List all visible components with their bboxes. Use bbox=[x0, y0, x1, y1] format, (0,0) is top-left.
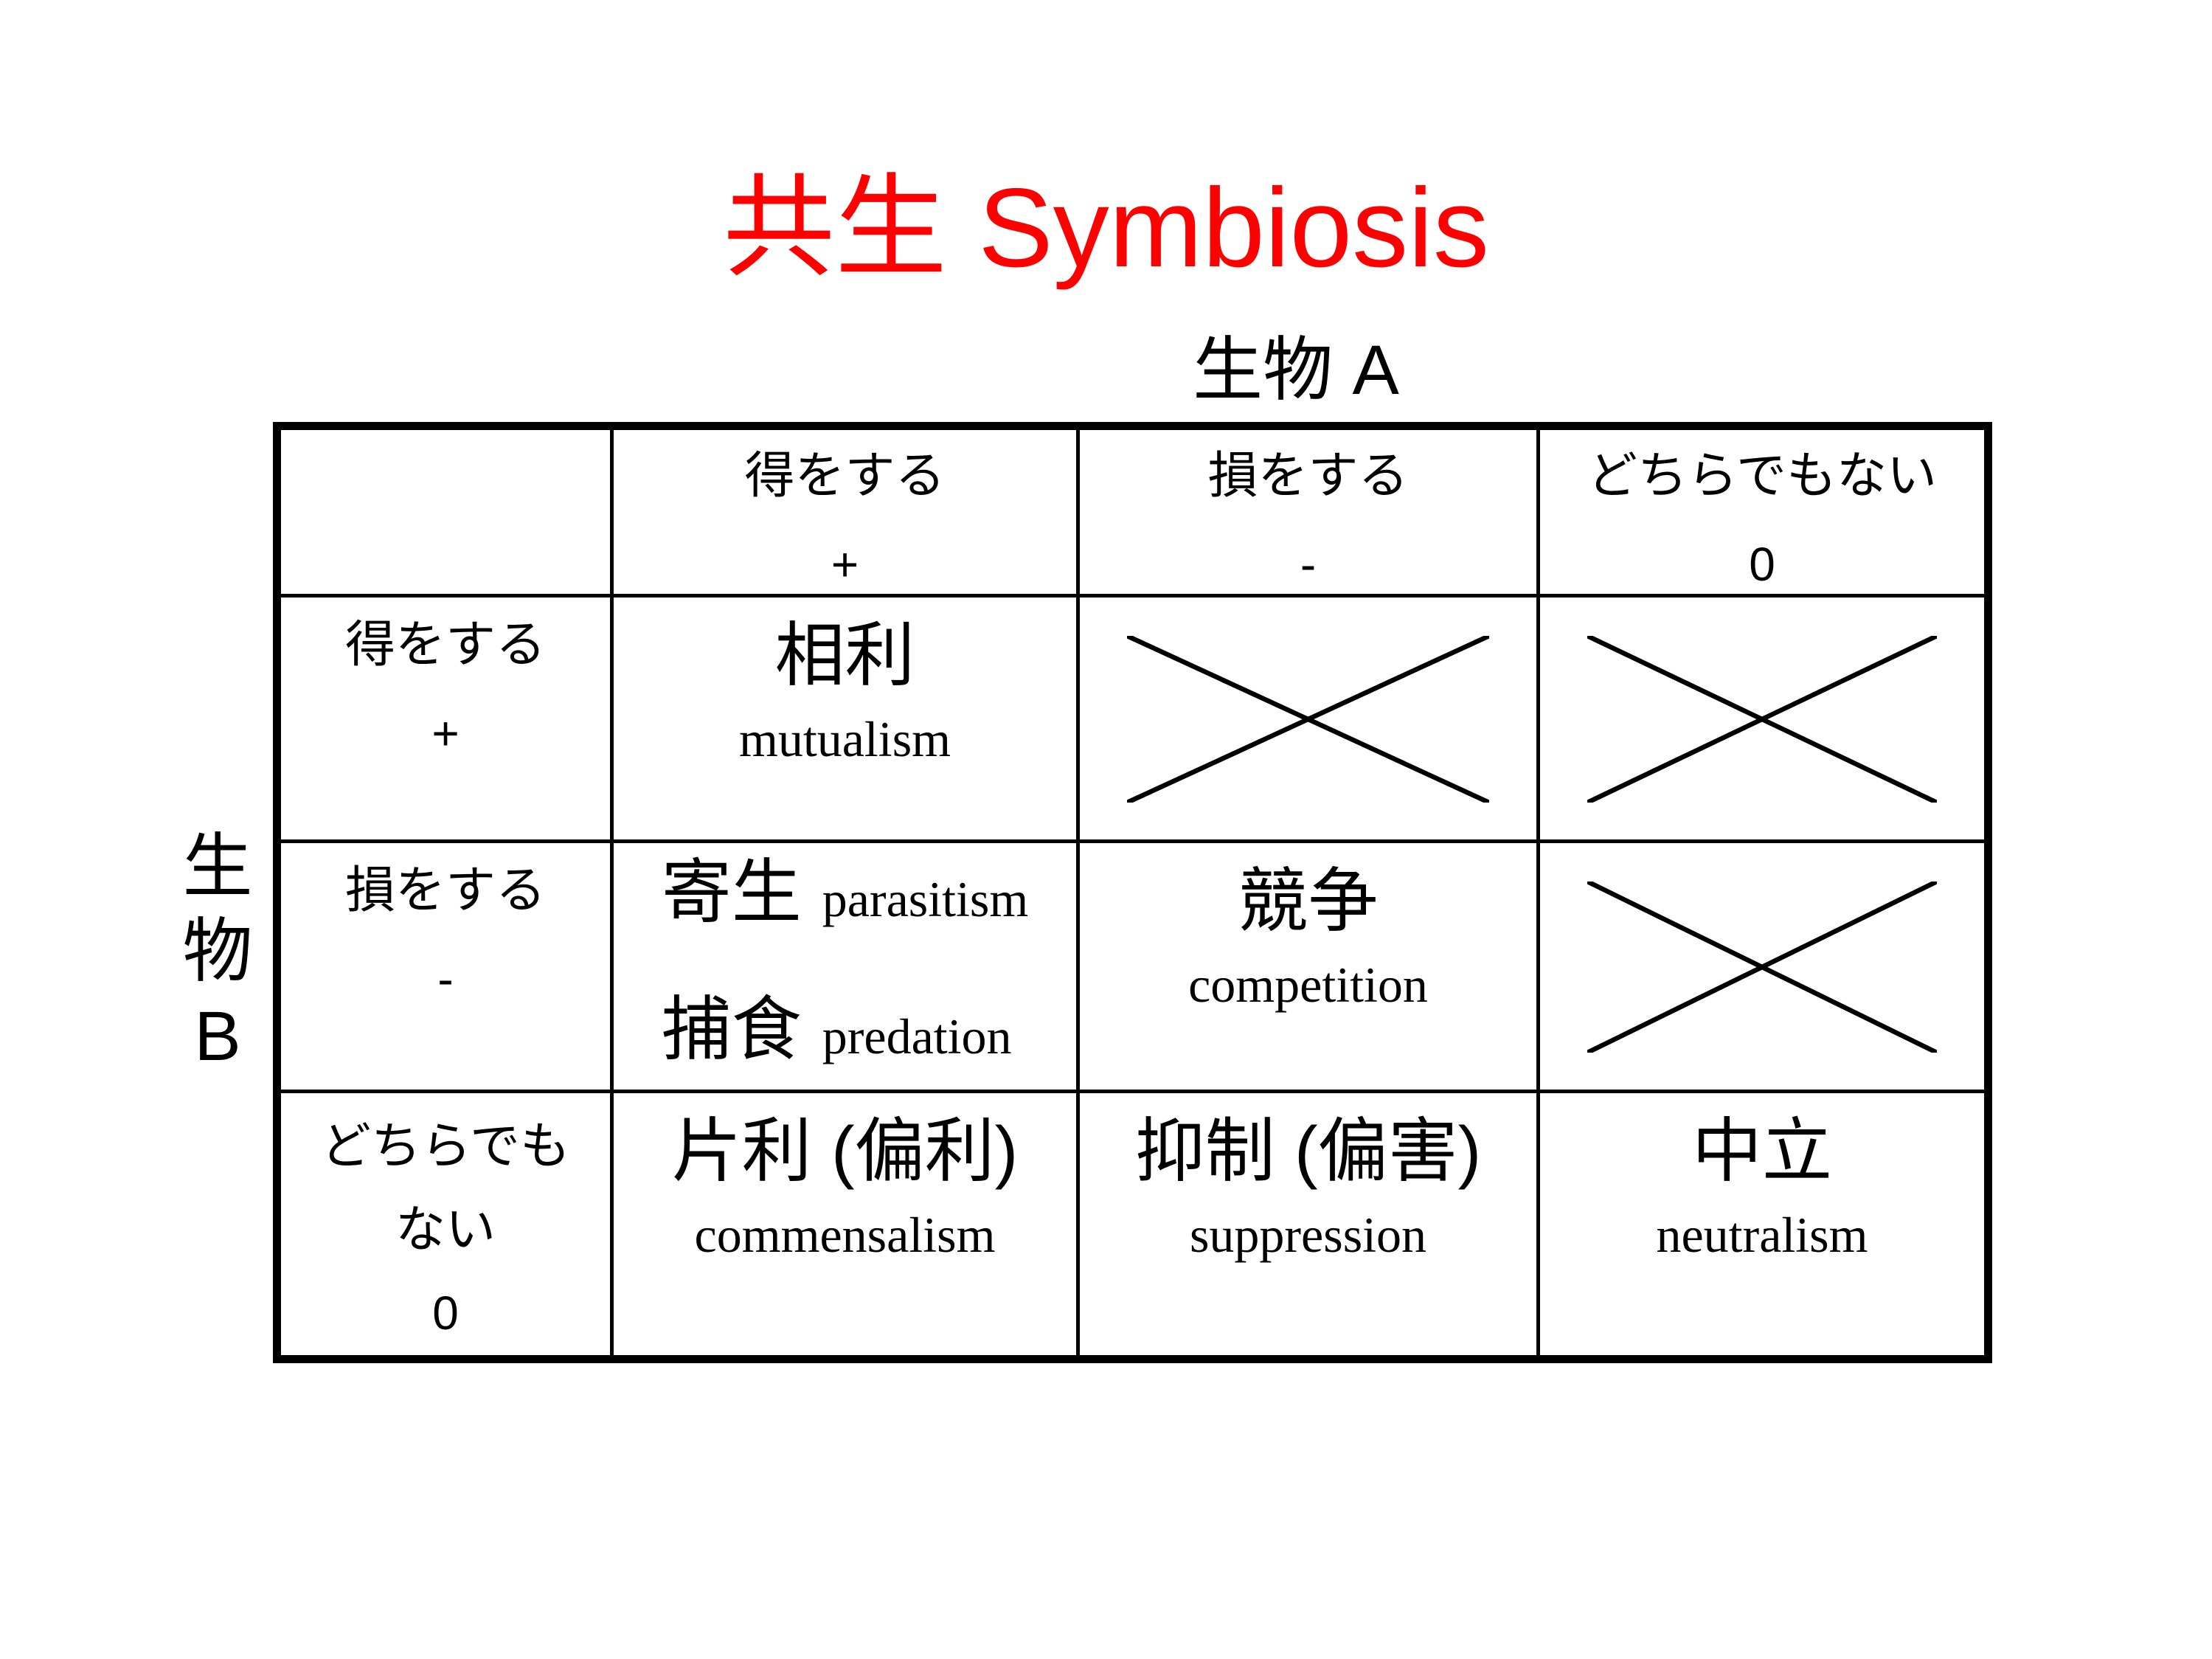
cell-suppression: 抑制 (偏害) suppression bbox=[1076, 1090, 1540, 1361]
cell-neutralism: 中立 neutralism bbox=[1536, 1090, 1990, 1361]
cell-commensalism-en: commensalism bbox=[694, 1207, 996, 1263]
cell-crossed-gain-neither bbox=[1536, 594, 1990, 843]
col-header-gain: 得をする + bbox=[610, 424, 1080, 598]
col-header-loss-sign: - bbox=[1300, 538, 1317, 591]
cell-predation-jp: 捕食 bbox=[661, 991, 802, 1069]
row-header-gain-sign: + bbox=[431, 707, 460, 760]
cell-mutualism: 相利 mutualism bbox=[610, 594, 1080, 843]
cell-commensalism-jp: 片利 (偏利) bbox=[671, 1112, 1019, 1191]
row-header-neither-line2: ない bbox=[395, 1202, 496, 1258]
col-header-loss: 損をする - bbox=[1076, 424, 1540, 598]
row-header-loss-sign: - bbox=[437, 952, 454, 1005]
table-row-gain: 得をする + 相利 mutualism bbox=[275, 594, 1990, 843]
cell-crossed-loss-neither bbox=[1536, 839, 1990, 1093]
cell-suppression-jp: 抑制 (偏害) bbox=[1134, 1112, 1482, 1191]
organism-b-char-2: 物 bbox=[182, 912, 253, 991]
slide-title: 共生 Symbiosis bbox=[723, 165, 1489, 291]
cell-competition: 競争 competition bbox=[1076, 839, 1540, 1093]
cell-commensalism: 片利 (偏利) commensalism bbox=[610, 1090, 1080, 1361]
cell-competition-jp: 競争 bbox=[1238, 862, 1379, 941]
row-header-gain-label: 得をする bbox=[344, 617, 546, 673]
cell-predation-en: predation bbox=[822, 1008, 1012, 1064]
cell-mutualism-en: mutualism bbox=[738, 711, 951, 767]
cell-parasitism-jp: 寄生 bbox=[661, 853, 802, 932]
cell-neutralism-jp: 中立 bbox=[1691, 1112, 1832, 1191]
row-header-loss: 損をする - bbox=[275, 839, 614, 1093]
corner-cell bbox=[275, 424, 614, 598]
cell-parasitism-en: parasitism bbox=[822, 871, 1029, 927]
col-header-loss-label: 損をする bbox=[1207, 448, 1409, 504]
organism-b-char-1: 生 bbox=[182, 828, 253, 906]
col-header-neither-sign: 0 bbox=[1749, 538, 1775, 591]
cell-mutualism-jp: 相利 bbox=[774, 617, 915, 695]
cross-mark-icon bbox=[1587, 882, 1937, 1053]
symbiosis-table: 得をする + 損をする - どちらでもない 0 得をする bbox=[273, 422, 1992, 1363]
cell-crossed-gain-loss bbox=[1076, 594, 1540, 843]
predation-line: 捕食 predation bbox=[662, 991, 1029, 1090]
table-row-neither: どちらでも ない 0 片利 (偏利) commensalism 抑制 (偏害) … bbox=[275, 1090, 1990, 1361]
organism-b-char-3: B bbox=[194, 997, 241, 1076]
col-header-gain-sign: + bbox=[831, 538, 859, 591]
table-header-row: 得をする + 損をする - どちらでもない 0 bbox=[275, 424, 1990, 598]
organism-b-label: 生 物 B bbox=[176, 825, 260, 1079]
col-header-neither-label: どちらでもない bbox=[1587, 448, 1937, 504]
cell-parasitism-predation: 寄生 parasitism 捕食 predation bbox=[610, 839, 1080, 1093]
col-header-neither: どちらでもない 0 bbox=[1536, 424, 1990, 598]
row-header-loss-label: 損をする bbox=[344, 862, 546, 918]
cell-neutralism-en: neutralism bbox=[1656, 1207, 1868, 1263]
row-header-neither: どちらでも ない 0 bbox=[275, 1090, 614, 1361]
cross-mark-icon bbox=[1587, 636, 1937, 803]
parasitism-line: 寄生 parasitism bbox=[662, 853, 1029, 952]
row-header-gain: 得をする + bbox=[275, 594, 614, 843]
organism-a-label: 生物 A bbox=[1193, 331, 1399, 409]
row-header-neither-sign: 0 bbox=[432, 1286, 459, 1340]
row-header-neither-line1: どちらでも bbox=[321, 1118, 570, 1174]
cell-competition-en: competition bbox=[1188, 957, 1428, 1013]
cross-mark-icon bbox=[1127, 636, 1489, 803]
cell-suppression-en: suppression bbox=[1189, 1207, 1427, 1263]
col-header-gain-label: 得をする bbox=[744, 448, 946, 504]
